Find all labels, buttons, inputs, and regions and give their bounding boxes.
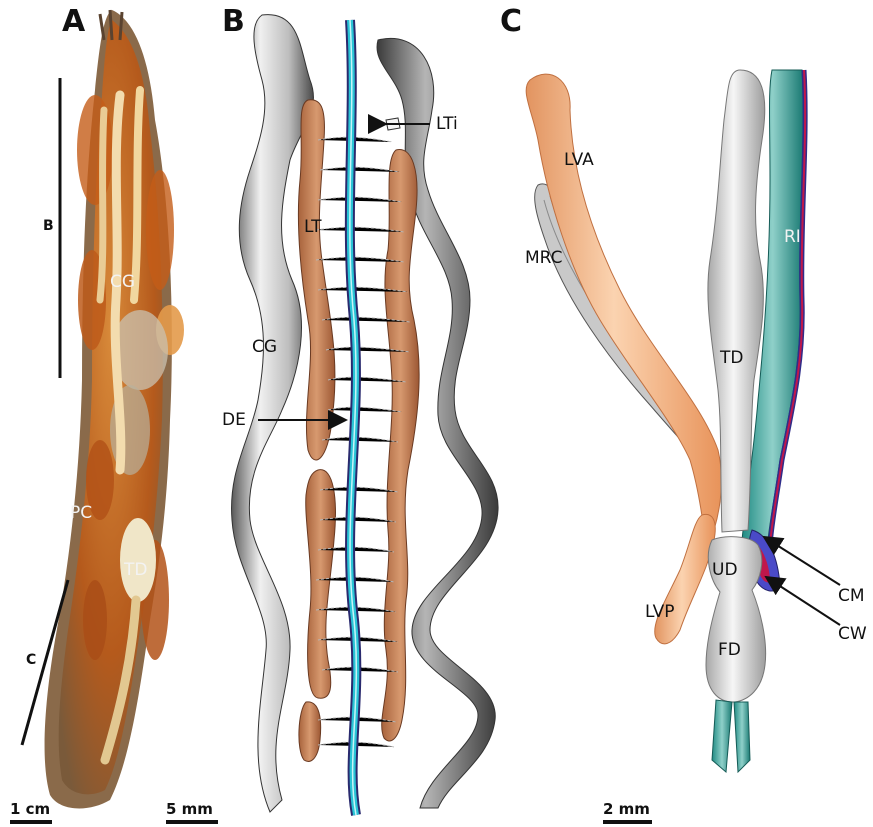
panel-a-td-label: TD bbox=[124, 560, 147, 580]
panel-c-scale-label: 2 mm bbox=[603, 800, 650, 818]
panel-b-lt-right bbox=[382, 118, 419, 741]
panel-letter-c: C bbox=[500, 4, 522, 39]
panel-c-lva bbox=[526, 74, 721, 530]
panel-c-lva-label: LVA bbox=[564, 150, 594, 170]
panel-letter-a: A bbox=[62, 4, 85, 39]
panel-c-ri-label: RI bbox=[784, 227, 801, 247]
panel-b-de-duct bbox=[350, 20, 356, 815]
panel-c-mrc-label: MRC bbox=[525, 248, 563, 268]
panel-c-fd-label: FD bbox=[718, 640, 741, 660]
panel-c-lower-ducts bbox=[712, 700, 750, 772]
panel-a-cg-label: CG bbox=[110, 272, 135, 292]
panel-c-cw-arrow bbox=[766, 577, 840, 625]
panel-c-td-label: TD bbox=[720, 348, 743, 368]
panel-b-scale-label: 5 mm bbox=[166, 800, 213, 818]
panel-letter-b: B bbox=[222, 4, 245, 39]
panel-b-cg-label: CG bbox=[252, 337, 277, 357]
panel-c-cw-label: CW bbox=[838, 624, 867, 644]
panel-c-cm-label: CM bbox=[838, 586, 865, 606]
panel-a-b-label: B bbox=[43, 218, 54, 234]
panel-c-lvp bbox=[655, 514, 716, 643]
panel-a-c-label: C bbox=[26, 652, 36, 668]
panel-b-lt-label: LT bbox=[304, 217, 322, 237]
panel-a-pc-label: PC bbox=[70, 503, 92, 523]
panel-c-lvp-label: LVP bbox=[645, 602, 674, 622]
panel-b-de-label: DE bbox=[222, 410, 246, 430]
panel-a-scale-label: 1 cm bbox=[10, 800, 50, 818]
panel-b-lti-label: LTi bbox=[436, 114, 458, 134]
panel-a-photo bbox=[45, 10, 184, 808]
panel-c-ud-label: UD bbox=[712, 560, 738, 580]
